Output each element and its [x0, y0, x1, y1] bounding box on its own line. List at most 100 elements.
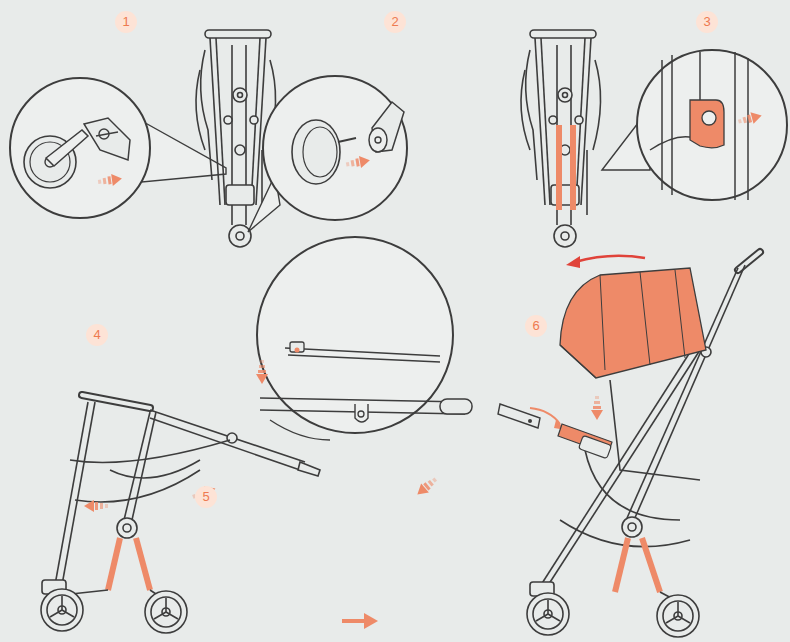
open-stroller	[666, 602, 690, 623]
zoom-detail-3	[702, 111, 716, 125]
zoom-detail-3	[556, 125, 562, 210]
callout-number: 6	[525, 315, 547, 337]
zoom-detail-1	[46, 130, 88, 166]
next-step-arrow	[364, 613, 378, 629]
bumper-bar	[591, 396, 603, 420]
open-stroller	[642, 538, 660, 592]
folded-stroller	[521, 30, 601, 247]
half-open-stroller	[47, 595, 77, 625]
callout-number: 5	[195, 486, 217, 508]
canopy-arrow	[566, 256, 580, 268]
half-open-stroller	[110, 460, 200, 478]
zoom-detail-4	[285, 348, 440, 356]
half-open-stroller	[124, 412, 150, 520]
half-open-stroller	[41, 589, 83, 631]
callout-number: 2	[384, 11, 406, 33]
zoom-detail-3	[556, 50, 787, 210]
zoom-detail-2	[338, 138, 356, 142]
zoom-detail-2	[369, 128, 387, 152]
canopy	[600, 270, 685, 370]
canopy	[560, 268, 706, 378]
half-open-stroller	[136, 538, 150, 590]
zoom-detail-1	[10, 78, 226, 218]
zoom-detail-1	[140, 120, 226, 182]
open-stroller	[536, 600, 560, 621]
callout-number: 3	[696, 11, 718, 33]
zoom-detail-3	[734, 52, 736, 200]
zoom-detail-4	[270, 420, 330, 440]
half-open-stroller	[41, 395, 320, 633]
half-open-stroller	[55, 402, 88, 585]
motion-arrow	[84, 500, 108, 512]
bumper-bar	[579, 435, 612, 458]
open-stroller	[527, 593, 569, 635]
open-stroller	[615, 538, 628, 592]
open-stroller	[585, 450, 680, 520]
zoom-detail-3	[671, 55, 673, 195]
half-open-stroller	[150, 418, 300, 470]
zoom-detail-4	[290, 342, 304, 352]
open-stroller	[663, 601, 693, 631]
open-stroller	[628, 523, 636, 531]
open-stroller	[738, 252, 760, 270]
canopy	[560, 345, 596, 378]
motion-arrow	[413, 474, 439, 499]
zoom-detail-4	[256, 237, 472, 440]
half-open-stroller	[75, 470, 200, 502]
half-open-stroller	[50, 596, 74, 617]
half-open-stroller	[151, 597, 181, 627]
zoom-detail-1	[84, 118, 130, 160]
zoom-detail-1	[10, 78, 150, 218]
open-stroller	[657, 595, 699, 637]
next-step-arrow	[342, 619, 366, 623]
zoom-detail-2	[263, 76, 407, 220]
half-open-stroller	[82, 395, 150, 408]
bumper-bar	[528, 419, 532, 423]
zoom-detail-4	[288, 355, 440, 362]
zoom-detail-4	[355, 404, 368, 422]
zoom-detail-3	[637, 50, 787, 200]
zoom-detail-3	[570, 125, 576, 210]
zoom-detail-2	[303, 127, 337, 177]
open-stroller	[738, 252, 760, 270]
zoom-detail-3	[737, 110, 763, 128]
open-stroller	[527, 252, 760, 637]
zoom-detail-4	[256, 360, 268, 384]
zoom-detail-2	[375, 137, 381, 143]
open-stroller	[533, 599, 563, 629]
bumper-bar	[530, 408, 560, 424]
zoom-detail-4	[358, 411, 364, 417]
half-open-stroller	[145, 591, 187, 633]
canopy	[560, 268, 706, 378]
zoom-detail-4	[295, 348, 300, 353]
open-stroller	[610, 380, 700, 480]
half-open-stroller	[154, 598, 178, 619]
half-open-stroller	[70, 440, 230, 463]
canopy-arrow	[575, 256, 645, 262]
zoom-detail-3	[747, 58, 749, 200]
zoom-detail-4	[440, 399, 472, 414]
half-open-stroller	[298, 462, 320, 476]
zoom-detail-4	[257, 237, 453, 433]
half-open-stroller	[108, 538, 120, 590]
half-open-stroller	[62, 402, 95, 585]
half-open-stroller	[117, 518, 137, 538]
zoom-detail-2	[292, 120, 340, 184]
half-open-stroller	[82, 395, 150, 408]
zoom-detail-3	[690, 100, 724, 148]
callout-number: 1	[115, 11, 137, 33]
zoom-detail-4	[260, 398, 465, 402]
open-stroller	[622, 517, 642, 537]
callout-number: 4	[86, 324, 108, 346]
zoom-detail-1	[96, 132, 118, 136]
open-stroller	[539, 346, 694, 588]
half-open-stroller	[227, 433, 237, 443]
zoom-detail-1	[97, 173, 122, 188]
half-open-stroller	[132, 412, 156, 520]
next-step-arrow	[342, 613, 378, 629]
bumper-bar	[498, 396, 612, 459]
zoom-detail-2	[248, 76, 407, 232]
zoom-detail-2	[345, 154, 371, 170]
